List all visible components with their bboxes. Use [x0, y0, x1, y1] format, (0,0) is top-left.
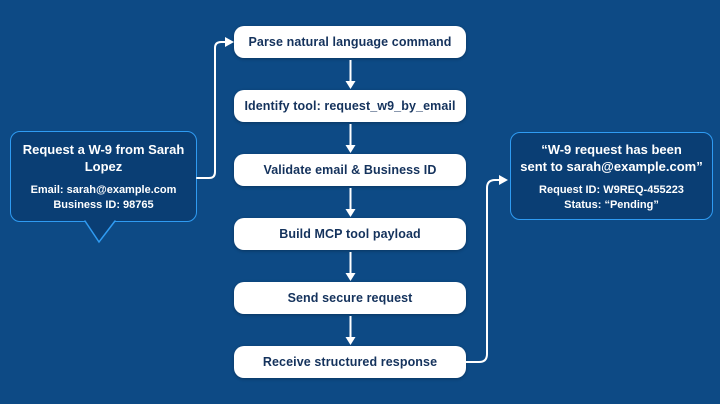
flow-arrow-1-arrowhead-icon: [345, 81, 356, 89]
response-title-line1: “W-9 request has been: [541, 142, 682, 157]
user-request-title-line1: Request a W-9 from Sarah: [22, 142, 185, 157]
response-title-line2: sent to sarah@example.com”: [520, 158, 703, 174]
flow-step-build-payload-label: Build MCP tool payload: [279, 227, 421, 241]
connector-request-line: [196, 41, 227, 179]
flow-step-send-request-label: Send secure request: [287, 291, 413, 305]
connector-request-to-parse: [196, 37, 234, 179]
connector-response-to-bubble: [465, 175, 508, 363]
response-status: Status: “Pending”: [564, 199, 659, 211]
connector-response-line: [465, 179, 501, 363]
flow-arrow-1: [345, 60, 356, 89]
response-request-id: Request ID: W9REQ-455223: [539, 184, 684, 196]
flow-step-receive-response-label: Receive structured response: [262, 355, 438, 369]
flow-step-validate: Validate email & Business ID: [234, 154, 466, 186]
flow-step-parse-label: Parse natural language command: [248, 35, 452, 49]
response-title: “W-9 request has been sent to sarah@exam…: [511, 142, 712, 175]
user-request-title: Request a W-9 from Sarah Lopez: [11, 142, 196, 175]
user-request-bubble: Request a W-9 from Sarah Lopez Email: sa…: [10, 131, 197, 222]
left-bubble-tail: [84, 220, 116, 244]
flow-step-receive-response: Receive structured response: [234, 346, 466, 378]
user-request-business-id: Business ID: 98765: [53, 199, 154, 211]
flow-step-identify-tool: Identify tool: request_w9_by_email: [234, 90, 466, 122]
connector-request-arrowhead-icon: [225, 37, 234, 47]
flow-step-parse: Parse natural language command: [234, 26, 466, 58]
flow-step-validate-label: Validate email & Business ID: [263, 163, 437, 177]
response-bubble: “W-9 request has been sent to sarah@exam…: [510, 132, 713, 220]
flow-step-send-request: Send secure request: [234, 282, 466, 314]
flow-arrow-2: [345, 124, 356, 153]
flow-arrow-4: [345, 252, 356, 281]
flow-step-identify-tool-label: Identify tool: request_w9_by_email: [244, 99, 456, 113]
flow-arrow-3: [345, 188, 356, 217]
flow-arrow-5-arrowhead-icon: [345, 337, 356, 345]
user-request-title-line2: Lopez: [84, 158, 123, 174]
user-request-email: Email: sarah@example.com: [30, 184, 177, 196]
connector-response-arrowhead-icon: [499, 175, 508, 185]
user-request-details: Email: sarah@example.com Business ID: 98…: [11, 183, 196, 213]
response-details: Request ID: W9REQ-455223 Status: “Pendin…: [511, 183, 712, 213]
left-bubble-tail-border: [84, 220, 116, 244]
flow-arrow-5: [345, 316, 356, 345]
flow-arrow-3-arrowhead-icon: [345, 209, 356, 217]
left-bubble-tail-fill: [85, 220, 115, 242]
flow-step-build-payload: Build MCP tool payload: [234, 218, 466, 250]
flow-arrow-2-arrowhead-icon: [345, 145, 356, 153]
flow-arrow-4-arrowhead-icon: [345, 273, 356, 281]
